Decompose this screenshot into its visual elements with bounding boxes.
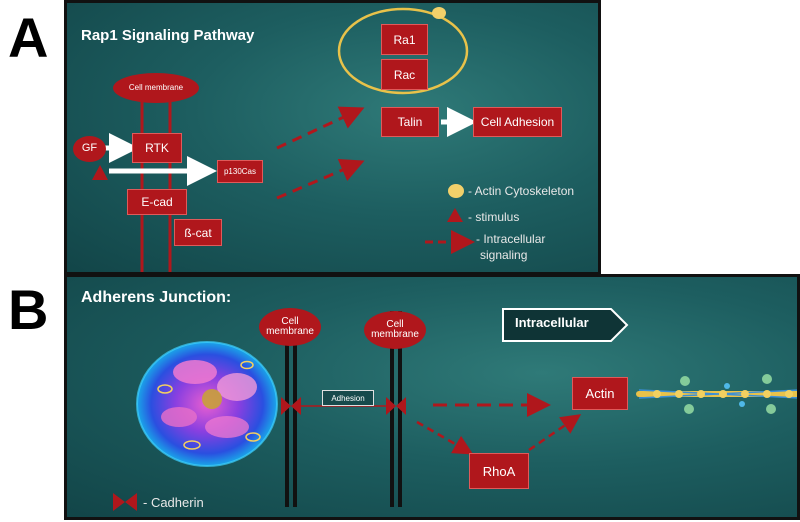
membrane2-line2: membrane — [371, 329, 419, 340]
membrane1-line2: membrane — [266, 326, 314, 337]
panel-a-graphics — [92, 7, 477, 272]
bcat-box: ß-cat — [174, 219, 222, 246]
rhoa-box: RhoA — [469, 453, 529, 489]
legend-actin-circle — [448, 184, 464, 198]
signal-arrow-lower — [276, 159, 365, 200]
cadherin-left — [281, 397, 301, 415]
panel-b-title: Adherens Junction: — [81, 289, 232, 306]
cadherin-right — [386, 397, 406, 415]
legend-cadherin-symbol — [113, 493, 137, 511]
cell-membrane-oval-right: Cell membrane — [364, 311, 426, 349]
intracellular-tag — [502, 308, 629, 342]
cell-membrane-oval: Cell membrane — [113, 73, 199, 103]
panel-b-graphics — [113, 308, 797, 511]
legend-signaling-text-1: - Intracellular — [476, 232, 546, 246]
ra1-box: Ra1 — [381, 24, 428, 55]
panel-a-title: Rap1 Signaling Pathway — [81, 27, 255, 44]
panel-a: Rap1 Signaling Pathway Cell membrane GF … — [64, 0, 601, 275]
ecad-box: E-cad — [127, 189, 187, 215]
actin-box: Actin — [572, 377, 628, 410]
legend-cadherin-text: - Cadherin — [143, 495, 204, 510]
signal-arrow-upper — [276, 106, 365, 150]
rtk-box: RTK — [132, 133, 182, 163]
intracellular-label: Intracellular — [515, 315, 589, 330]
cell-membrane-oval-left: Cell membrane — [259, 308, 321, 346]
legend-stimulus-triangle — [447, 208, 463, 222]
talin-box: Talin — [381, 107, 439, 137]
membrane1-line1: Cell — [281, 315, 299, 327]
legend-actin-text: - Actin Cytoskeleton — [468, 184, 575, 198]
cell-adhesion-box: Cell Adhesion — [473, 107, 562, 137]
legend-signaling-text-2: signaling — [480, 248, 528, 262]
p130cas-box: p130Cas — [217, 160, 263, 183]
panel-label-b: B — [8, 278, 49, 341]
arrow-rhoa-to-actin — [528, 414, 582, 452]
rac-box: Rac — [381, 59, 428, 90]
adhesion-label: Adhesion — [322, 390, 374, 406]
panel-b: Adherens Junction: Cell membrane Cell me… — [64, 274, 800, 520]
legend-stimulus-text: - stimulus — [468, 210, 520, 224]
gf-oval: GF — [73, 136, 106, 162]
panel-label-a: A — [8, 6, 49, 69]
actin-cytoskeleton-ring — [337, 7, 469, 95]
membrane2-line1: Cell — [386, 318, 404, 330]
arrow-to-rhoa — [416, 420, 474, 455]
actin-filament — [636, 374, 797, 414]
cell-illustration — [136, 341, 278, 467]
actin-dot — [432, 7, 446, 19]
stimulus-triangle — [92, 165, 108, 180]
